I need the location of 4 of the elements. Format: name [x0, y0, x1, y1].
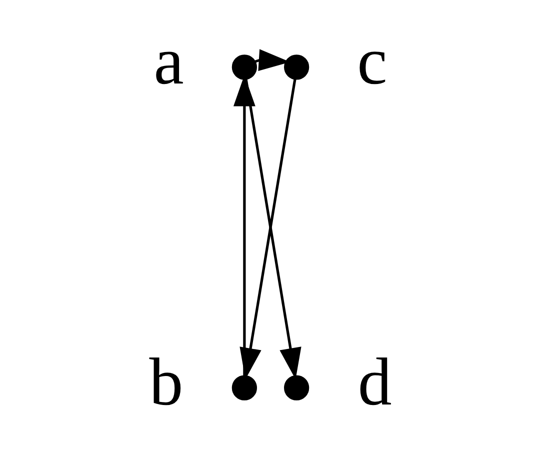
node-label: c: [357, 24, 388, 99]
node-label: a: [154, 24, 184, 99]
node-label: d: [358, 344, 392, 420]
node-label: b: [149, 344, 184, 420]
